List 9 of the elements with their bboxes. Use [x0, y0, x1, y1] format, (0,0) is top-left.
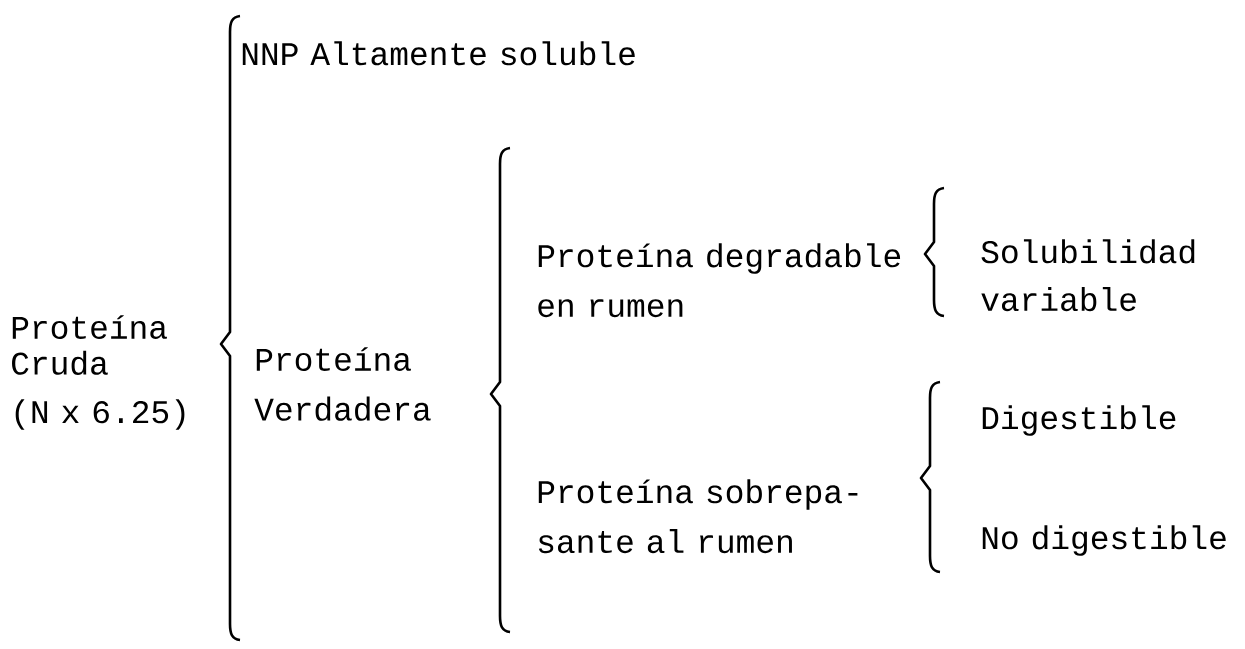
- category-label: Proteína sobrepa- sante al rumen: [538, 479, 858, 554]
- category-label: Digestible: [982, 405, 1176, 436]
- category-label: (N x 6.25): [15, 399, 185, 430]
- category-label: Proteína degradable en rumen: [538, 243, 901, 318]
- category-label: Proteína Verdadera: [254, 347, 431, 421]
- category-label: NNP Altamente soluble: [242, 41, 635, 66]
- category-label: Proteína Cruda: [12, 315, 167, 375]
- category-label: No digestible: [982, 525, 1226, 556]
- category-label: Solubilidad variable: [981, 239, 1195, 312]
